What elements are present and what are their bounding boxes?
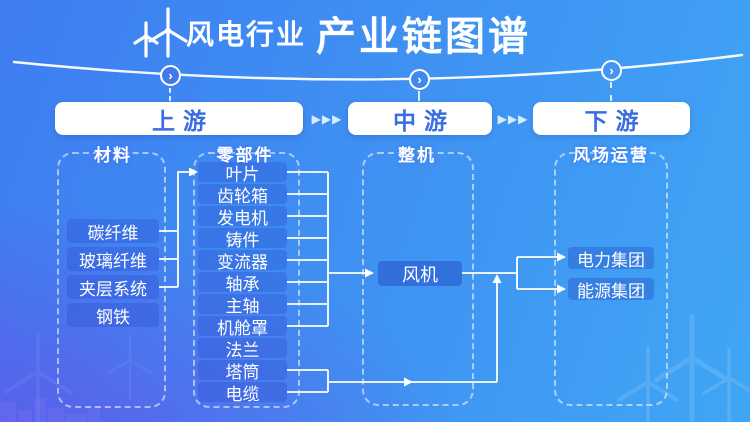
material-item: 碳纤维 [67, 219, 159, 243]
timeline-node-downstream: › [601, 60, 622, 81]
title-main: 产业链图谱 [316, 15, 532, 59]
stage-label-downstream: 下游 [584, 107, 647, 134]
material-item: 夹层系统 [67, 275, 159, 299]
stage-label-midstream: 中游 [393, 107, 455, 134]
chevron-right-icon: › [417, 72, 422, 87]
component-item: 塔筒 [198, 360, 287, 382]
page-title: 风电行业 产业链图谱 [186, 10, 531, 59]
machine-item-fan: 风机 [378, 261, 462, 286]
component-item: 法兰 [198, 338, 287, 360]
stage-box-upstream: 上游 [55, 102, 303, 135]
component-item: 齿轮箱 [198, 184, 287, 206]
group-label-operation: 风场运营 [573, 146, 649, 165]
group-label-components: 零部件 [216, 146, 274, 165]
arrowhead-up [492, 274, 502, 283]
timeline-connector-dash [418, 91, 420, 101]
chevron-right-icon: › [609, 63, 614, 78]
flow-arrows-icon: ▶▶▶ [306, 109, 348, 129]
group-label-materials: 材料 [94, 146, 132, 165]
timeline-node-midstream: › [409, 69, 430, 90]
component-item: 电缆 [198, 382, 287, 404]
stage-label-upstream: 上游 [152, 107, 214, 134]
timeline-connector-dash [610, 82, 612, 101]
triple-arrow-icon: ▶▶▶ [497, 112, 529, 126]
wind-turbine-icon [133, 7, 188, 58]
group-label-machine: 整机 [398, 146, 436, 165]
downstream-item: 能源集团 [568, 278, 654, 301]
flow-arrows-icon: ▶▶▶ [493, 109, 533, 129]
material-item: 钢铁 [67, 303, 159, 327]
component-item: 发电机 [198, 206, 287, 228]
timeline-connector-dash [169, 88, 171, 101]
component-item: 铸件 [198, 228, 287, 250]
component-item: 轴承 [198, 272, 287, 294]
timeline-node-upstream: › [160, 65, 181, 86]
stage-box-midstream: 中游 [348, 102, 492, 135]
chevron-right-icon: › [168, 68, 173, 83]
material-item: 玻璃纤维 [67, 247, 159, 271]
triple-arrow-icon: ▶▶▶ [311, 112, 343, 126]
stage-box-downstream: 下游 [533, 102, 690, 135]
component-item: 叶片 [198, 162, 287, 184]
component-item: 变流器 [198, 250, 287, 272]
downstream-item: 电力集团 [568, 247, 654, 270]
title-prefix: 风电行业 [186, 19, 307, 50]
component-item: 机舱罩 [198, 316, 287, 338]
component-item: 主轴 [198, 294, 287, 316]
